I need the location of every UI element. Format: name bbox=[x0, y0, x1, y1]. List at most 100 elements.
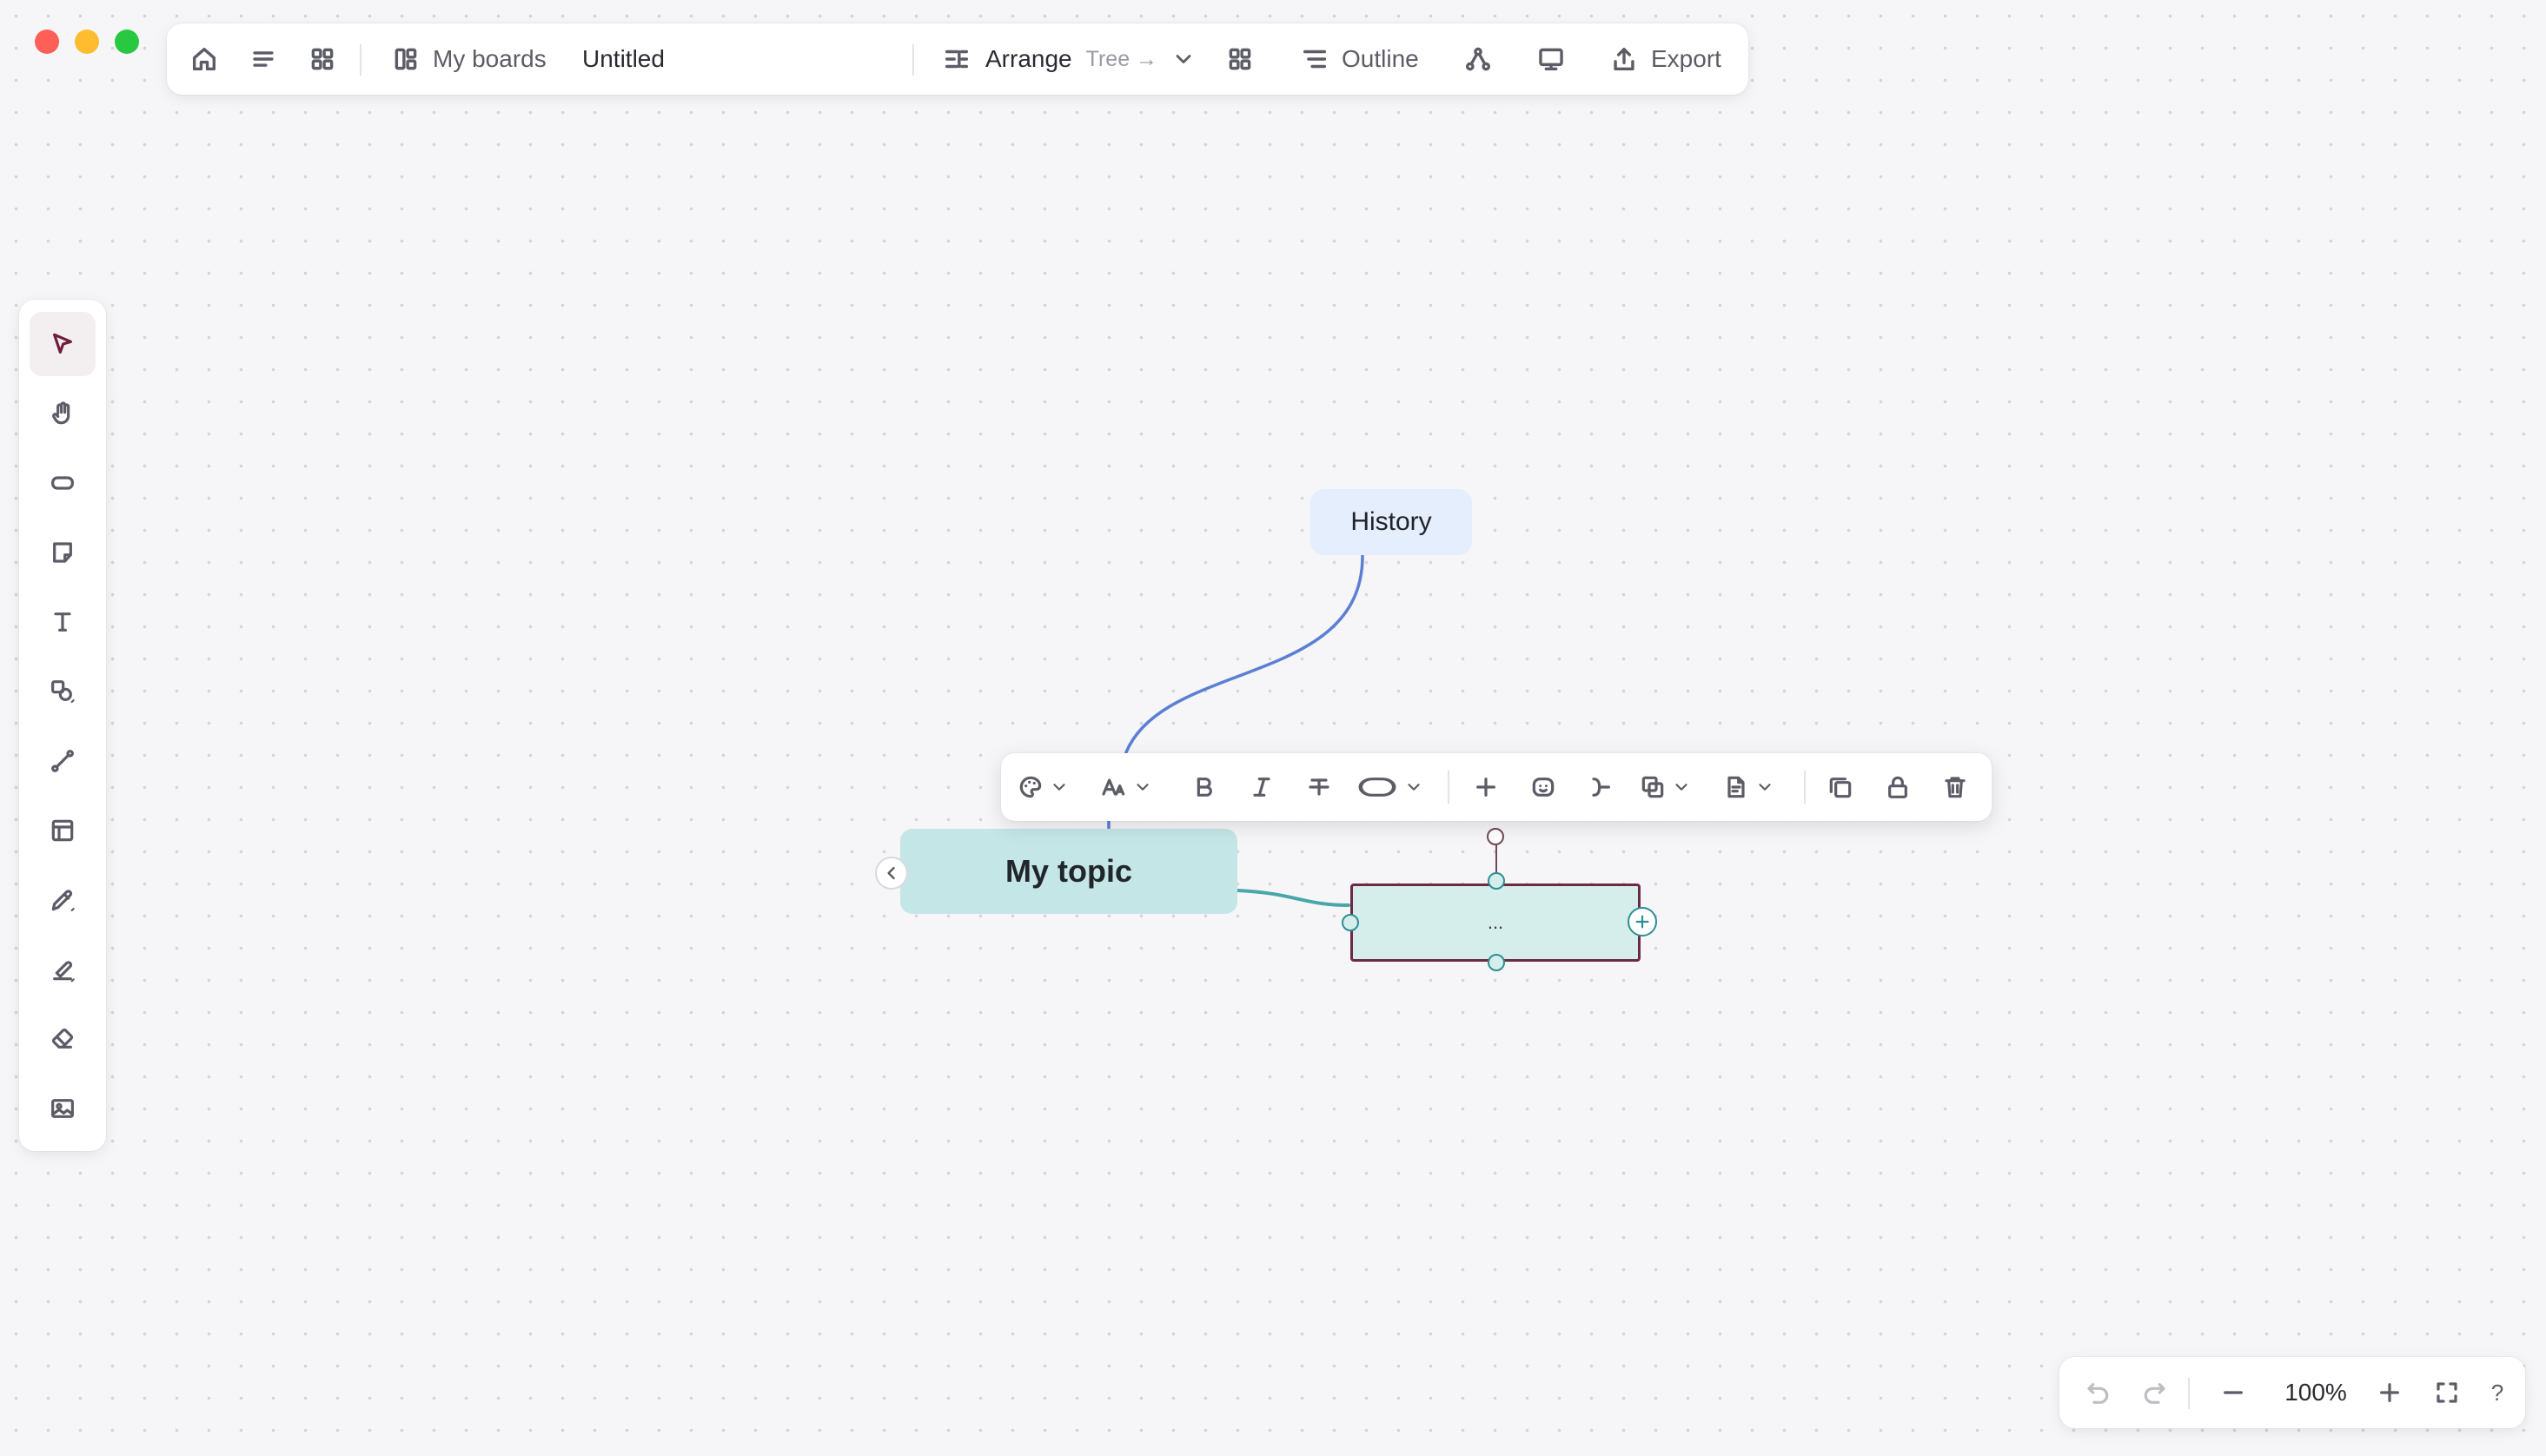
board-title[interactable]: Untitled bbox=[582, 23, 665, 95]
help-label: ? bbox=[2490, 1379, 2504, 1406]
network-icon bbox=[1465, 47, 1491, 71]
highlighter-tool[interactable] bbox=[30, 937, 96, 1002]
connector-tool[interactable] bbox=[30, 729, 96, 793]
fullscreen-icon bbox=[2437, 1382, 2457, 1403]
toolbar-divider bbox=[2188, 1378, 2190, 1409]
boards-icon bbox=[394, 48, 417, 70]
redo-button[interactable] bbox=[2129, 1357, 2181, 1428]
zoom-in-button[interactable] bbox=[2362, 1357, 2417, 1428]
plus-icon bbox=[2380, 1383, 2399, 1402]
outline-button[interactable]: Outline bbox=[1300, 23, 1419, 95]
minus-icon bbox=[2224, 1391, 2243, 1394]
rotate-handle-stem bbox=[1495, 844, 1497, 883]
undo-button[interactable] bbox=[2072, 1357, 2124, 1428]
zoom-out-button[interactable] bbox=[2198, 1357, 2268, 1428]
palette-icon bbox=[1019, 776, 1042, 798]
sticky-note-tool[interactable] bbox=[30, 520, 96, 585]
arrange-label: Arrange bbox=[985, 45, 1072, 72]
my-boards-button[interactable]: My boards bbox=[391, 23, 547, 95]
arrange-shape-dropdown[interactable] bbox=[1639, 753, 1691, 821]
templates-button[interactable] bbox=[308, 23, 337, 95]
topic-node-history-label: History bbox=[1350, 507, 1432, 536]
duplicate-button[interactable] bbox=[1827, 753, 1854, 821]
bold-button[interactable] bbox=[1190, 753, 1218, 821]
lock-button[interactable] bbox=[1884, 753, 1912, 821]
add-child-handle[interactable] bbox=[1628, 907, 1657, 936]
eraser-tool[interactable] bbox=[30, 1007, 96, 1071]
tool-palette bbox=[19, 300, 106, 1151]
shapes-icon bbox=[51, 680, 75, 704]
layout-button[interactable] bbox=[1225, 23, 1255, 95]
note-dropdown[interactable] bbox=[1722, 753, 1774, 821]
italic-icon bbox=[1253, 778, 1270, 797]
pencil-tool[interactable] bbox=[30, 868, 96, 932]
select-tool[interactable] bbox=[30, 312, 96, 376]
central-topic-node[interactable]: My topic bbox=[900, 829, 1237, 914]
image-icon bbox=[51, 1099, 74, 1118]
zoom-level[interactable]: 100% bbox=[2259, 1357, 2372, 1428]
resize-handle-bottom[interactable] bbox=[1488, 954, 1505, 971]
cursor-icon bbox=[53, 333, 72, 354]
toolbar-divider bbox=[912, 44, 914, 76]
pencil-icon bbox=[51, 890, 75, 912]
chevron-left-icon bbox=[887, 866, 895, 880]
upload-icon bbox=[1614, 47, 1634, 71]
add-node-button[interactable] bbox=[1472, 753, 1500, 821]
home-button[interactable] bbox=[189, 23, 219, 95]
rotate-handle[interactable] bbox=[1487, 828, 1504, 845]
menu-button[interactable] bbox=[249, 23, 278, 95]
strikethrough-button[interactable] bbox=[1305, 753, 1333, 821]
collapse-toggle[interactable] bbox=[875, 857, 908, 890]
shapes-tool[interactable] bbox=[30, 659, 96, 724]
delete-button[interactable] bbox=[1941, 753, 1969, 821]
close-window-button[interactable] bbox=[35, 30, 59, 54]
topic-node-history[interactable]: History bbox=[1310, 489, 1472, 555]
my-boards-label: My boards bbox=[433, 45, 547, 72]
help-button[interactable]: ? bbox=[2475, 1357, 2520, 1428]
present-button[interactable] bbox=[1536, 23, 1566, 95]
board-title-text: Untitled bbox=[582, 45, 665, 72]
maximize-window-button[interactable] bbox=[115, 30, 139, 54]
central-topic-label: My topic bbox=[1004, 853, 1132, 889]
hand-icon bbox=[52, 401, 70, 425]
hand-tool[interactable] bbox=[30, 381, 96, 446]
resize-handle-top[interactable] bbox=[1488, 872, 1505, 890]
edge-main-history bbox=[1124, 554, 1364, 754]
arrange-button[interactable]: Arrange Tree → bbox=[942, 23, 1196, 95]
edge-main-child bbox=[1236, 889, 1350, 907]
plus-icon bbox=[1476, 778, 1495, 797]
export-button[interactable]: Export bbox=[1609, 23, 1721, 95]
resize-handle-left[interactable] bbox=[1342, 914, 1359, 931]
selected-subtopic-node[interactable]: ... bbox=[1350, 884, 1641, 962]
mindmap-button[interactable] bbox=[1463, 23, 1493, 95]
grid-icon bbox=[311, 48, 334, 70]
minimize-window-button[interactable] bbox=[75, 30, 99, 54]
fit-screen-button[interactable] bbox=[2419, 1357, 2475, 1428]
relationship-icon bbox=[1592, 778, 1610, 797]
outline-label: Outline bbox=[1342, 45, 1419, 72]
layout-grid-icon bbox=[1229, 48, 1251, 70]
rounded-rect-icon bbox=[51, 476, 74, 490]
export-label: Export bbox=[1651, 45, 1721, 72]
sticker-icon bbox=[1532, 778, 1555, 797]
font-size-icon bbox=[1102, 778, 1125, 796]
color-dropdown[interactable] bbox=[1017, 753, 1069, 821]
node-format-toolbar bbox=[1001, 753, 1992, 821]
chevron-down-icon bbox=[1053, 784, 1065, 791]
text-tool[interactable] bbox=[30, 590, 96, 654]
table-frame-icon bbox=[51, 819, 74, 842]
chevron-down-icon bbox=[1408, 784, 1420, 791]
copy-icon bbox=[1829, 778, 1852, 798]
font-size-dropdown[interactable] bbox=[1100, 753, 1152, 821]
italic-button[interactable] bbox=[1248, 753, 1276, 821]
image-tool[interactable] bbox=[30, 1076, 96, 1141]
connector-icon bbox=[51, 750, 74, 772]
frame-tool[interactable] bbox=[30, 798, 96, 863]
strikethrough-icon bbox=[1309, 778, 1329, 796]
shape-dropdown[interactable] bbox=[1357, 753, 1423, 821]
emoji-button[interactable] bbox=[1529, 753, 1557, 821]
eraser-icon bbox=[51, 1028, 74, 1049]
relationship-button[interactable] bbox=[1587, 753, 1614, 821]
rectangle-tool[interactable] bbox=[30, 451, 96, 515]
top-toolbar: My boards Untitled Arrange Tree → Outlin… bbox=[167, 23, 1748, 95]
